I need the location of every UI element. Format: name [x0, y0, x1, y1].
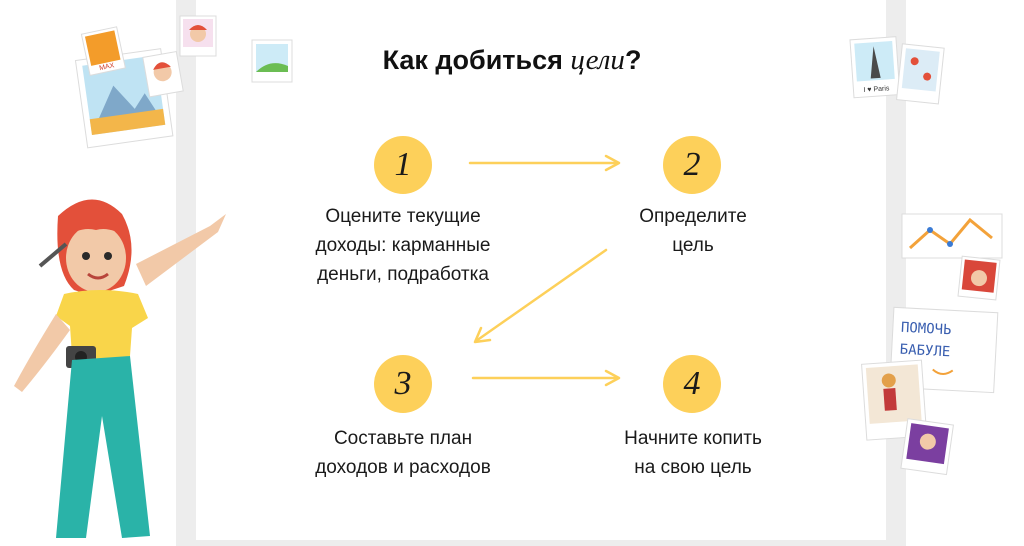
- step-4-text: Начните копить на свою цель: [624, 428, 762, 478]
- people-photo-collage: [861, 359, 954, 476]
- step-4-number: 4: [683, 365, 701, 402]
- title-accent: цели: [570, 44, 625, 76]
- girl-photo-top: [179, 15, 217, 57]
- step-1-text: Оцените текущие доходы: карманные деньги…: [315, 206, 491, 285]
- graph-photo-collage: [901, 213, 1003, 301]
- paris-photo: I ♥ Paris: [849, 36, 901, 99]
- note-line-2: БАБУЛЕ: [899, 342, 950, 361]
- step-1-number: 1: [394, 146, 412, 183]
- girl-photo-small: [142, 50, 184, 98]
- max-caption: MAX: [99, 62, 116, 72]
- graph-photo: [901, 213, 1003, 259]
- boy-photo: [900, 418, 954, 476]
- mountain-photo: [74, 48, 174, 149]
- left-photo-collage: MAX: [74, 15, 293, 149]
- step-2-text: Определите цель: [639, 206, 747, 256]
- title-suffix: ?: [624, 45, 642, 75]
- step-3-badge: 3: [374, 355, 432, 413]
- step-2-number: 2: [683, 146, 701, 183]
- max-photo: MAX: [80, 26, 126, 76]
- step-3-text: Составьте план доходов и расходов: [315, 428, 491, 478]
- slide-title: Как добиться цели?: [0, 44, 1024, 77]
- arrow-2-to-3: [473, 248, 608, 344]
- arrow-3-to-4: [471, 369, 621, 387]
- slide-card: [196, 0, 886, 540]
- map-photo: [896, 43, 945, 105]
- step-2-badge: 2: [663, 136, 721, 194]
- note-line-1: ПОМОЧЬ: [900, 320, 951, 339]
- paris-caption: I ♥ Paris: [863, 85, 890, 94]
- paris-photo-collage: I ♥ Paris: [849, 36, 945, 105]
- woman-photo: [861, 359, 928, 441]
- girl-character: [14, 199, 226, 538]
- arrow-1-to-2: [468, 154, 621, 172]
- step-3-number: 3: [394, 365, 412, 402]
- step-1-badge: 1: [374, 136, 432, 194]
- girl-photo-right: [957, 255, 1001, 301]
- step-4-badge: 4: [663, 355, 721, 413]
- landscape-photo: [251, 39, 293, 83]
- title-prefix: Как добиться: [382, 45, 571, 75]
